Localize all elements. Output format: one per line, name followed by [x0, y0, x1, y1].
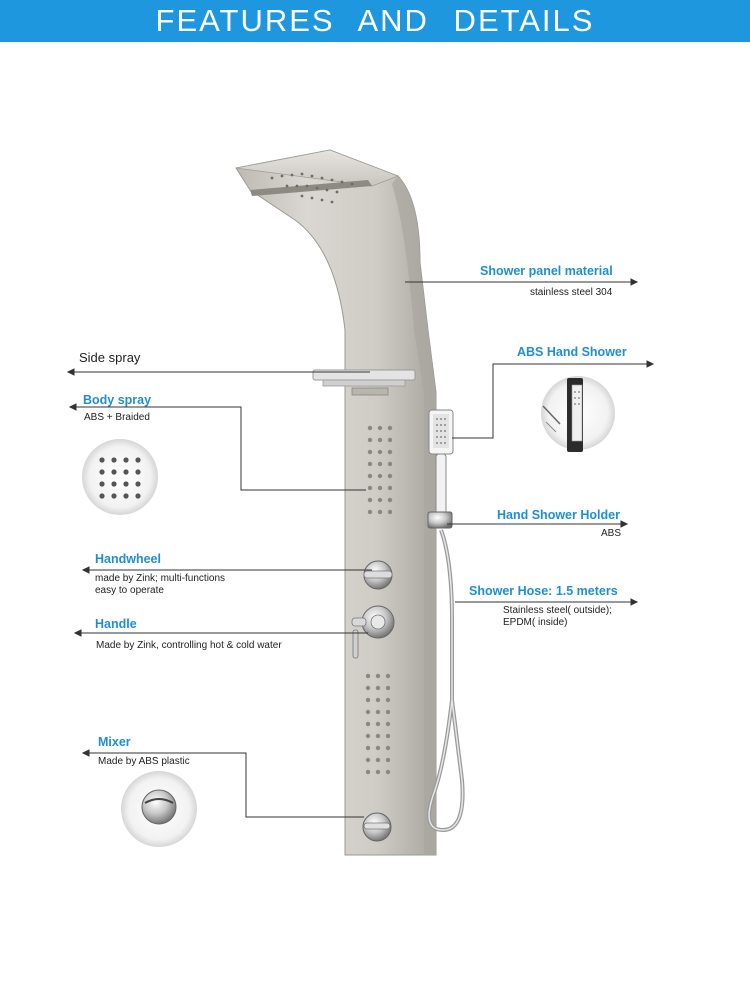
handle-lever [351, 605, 395, 659]
hand-shower-holder [427, 511, 453, 529]
mixer-arrow [81, 749, 90, 757]
hose-desc-line2: EPDM( inside) [503, 617, 568, 628]
handle-desc: Made by Zink, controlling hot & cold wat… [96, 640, 282, 651]
mixer-title: Mixer [98, 735, 131, 749]
holder-arrow [620, 520, 629, 528]
callout-lines [66, 278, 655, 818]
header-banner: FEATURES AND DETAILS [0, 0, 750, 42]
handwheel-knob [363, 560, 393, 590]
mixer-knob [362, 812, 392, 842]
hand-shower [428, 409, 454, 517]
handle-title: Handle [95, 617, 137, 631]
body-spray-desc: ABS + Braided [84, 412, 150, 423]
handwheel-desc-line1: made by Zink; multi-functions [95, 573, 226, 584]
mixer-desc: Made by ABS plastic [98, 756, 190, 767]
mixer-detail-image [121, 771, 197, 847]
rain-head-holes [270, 172, 354, 204]
hose-desc-line1: Stainless steel( outside); [503, 605, 612, 616]
hand-shower-arrow [646, 360, 655, 368]
hose-arrow [630, 598, 639, 606]
hand-shower-title: ABS Hand Shower [517, 345, 627, 359]
side-spray-arrow [66, 368, 75, 376]
lower-body-spray-nozzles [365, 673, 391, 775]
holder-desc: ABS [601, 528, 622, 539]
hand-shower-detail-image [541, 376, 615, 452]
hose-title: Shower Hose: 1.5 meters [469, 584, 618, 598]
handwheel-desc-line2: easy to operate [95, 585, 164, 596]
shower-panel [235, 149, 437, 856]
body-spray-line [70, 406, 366, 491]
mixer-line [83, 752, 364, 818]
hand-shower-line [452, 363, 653, 439]
holder-title: Hand Shower Holder [497, 508, 620, 522]
panel-material-arrow [630, 278, 639, 286]
panel-material-title: Shower panel material [480, 264, 613, 278]
handwheel-arrow [81, 566, 90, 574]
body-spray-title: Body spray [83, 393, 152, 407]
handle-arrow [73, 629, 82, 637]
banner-title: FEATURES AND DETAILS [155, 3, 595, 38]
upper-body-spray-nozzles [367, 425, 393, 515]
body-spray-detail-image [82, 439, 158, 515]
body-spray-arrow [68, 403, 77, 411]
handwheel-title: Handwheel [95, 552, 161, 566]
panel-material-desc: stainless steel 304 [530, 287, 613, 298]
side-spray-title: Side spray [79, 350, 141, 365]
